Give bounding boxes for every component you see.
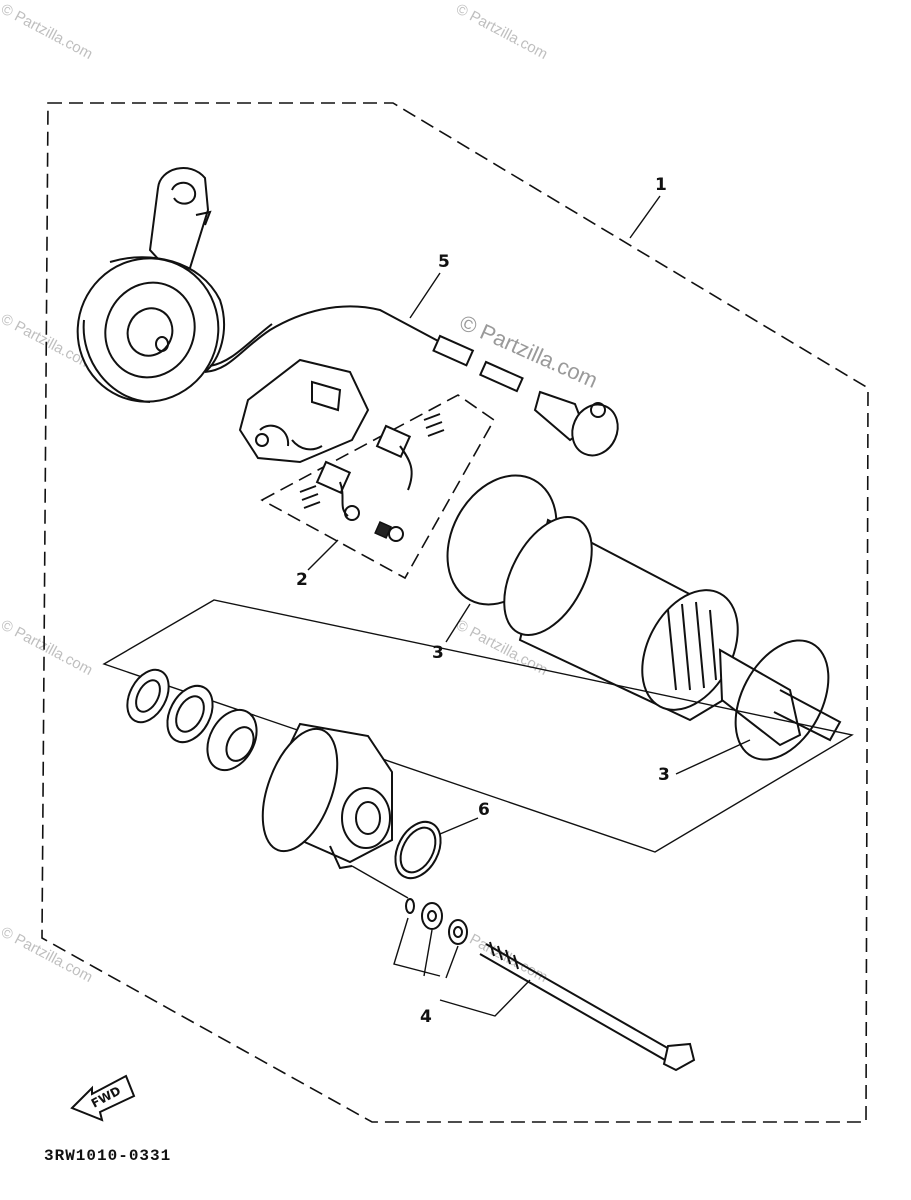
callout-5: 5 [438,252,450,272]
callout-2: 2 [296,570,308,590]
watermark-center: © Partzilla.com [456,310,602,393]
brushes [299,413,445,542]
callout-4: 4 [420,1007,432,1027]
o-ring-lower [734,639,830,761]
rear-cover [76,167,226,403]
brush-holder [238,358,370,464]
front-cover [261,722,393,870]
leader-6 [439,817,479,835]
watermark: © Partzilla.com [453,1,550,63]
leader-3a [445,603,471,643]
watermark: © Partzilla.com [0,1,95,63]
leader-2 [307,539,339,571]
washer-set [351,865,468,979]
diagram-reference: 3RW1010-0331 [44,1147,171,1165]
assembly-outline [41,102,869,1123]
callout-1: 1 [655,175,667,195]
leader-5 [409,272,441,319]
front-seals [126,668,258,772]
leader-1 [629,195,661,239]
fwd-arrow-icon: FWD [70,1074,136,1122]
callout-6: 6 [478,800,490,820]
front-set-outline [102,599,854,853]
through-bolt [479,941,696,1072]
watermark: © Partzilla.com [0,617,95,679]
callout-3a: 3 [432,643,444,663]
watermark: © Partzilla.com [0,924,95,986]
leader-4 [439,979,531,1017]
armature-yoke [503,516,842,747]
lead-wire [204,305,619,457]
leader-3b [675,739,751,775]
callout-3b: 3 [658,765,670,785]
o-ring-6 [394,820,442,880]
